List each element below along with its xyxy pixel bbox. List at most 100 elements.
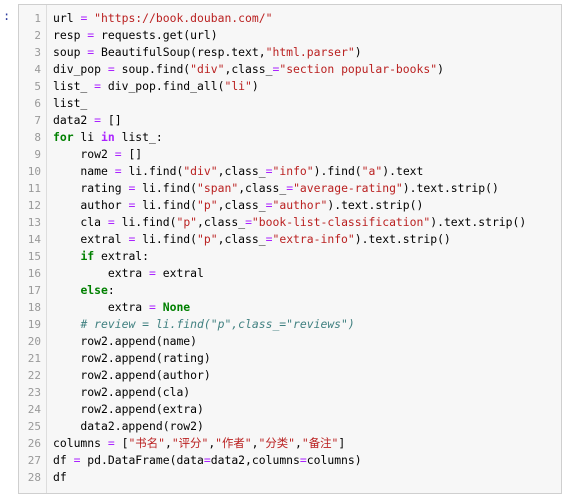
code-line: extra = extral <box>53 265 561 282</box>
code-line: df = pd.DataFrame(data=data2,columns=col… <box>53 452 561 469</box>
code-token: = <box>107 62 115 76</box>
code-token: list_ <box>53 96 88 110</box>
code-line: for li in list_: <box>53 129 561 146</box>
line-number: 26 <box>27 437 41 450</box>
code-token: = <box>272 62 280 76</box>
code-token: list_ <box>53 79 95 93</box>
line-number: 16 <box>27 267 41 280</box>
code-token: ).text.strip() <box>354 232 451 246</box>
code-token: "html.parser" <box>265 45 355 59</box>
code-line: row2.append(cla) <box>53 384 561 401</box>
code-line: row2.append(author) <box>53 367 561 384</box>
code-token: requests.get(url) <box>94 28 218 42</box>
code-token: row2.append(extra) <box>53 402 204 416</box>
code-token: = <box>94 79 102 93</box>
line-number: 14 <box>27 233 41 246</box>
code-token: "https://book.douban.com/" <box>94 11 273 25</box>
code-line: extral = li.find("p",class_="extra-info"… <box>53 231 561 248</box>
code-token: div_pop.find_all( <box>101 79 225 93</box>
code-token: : <box>107 283 115 297</box>
code-token: ,class_ <box>238 181 287 195</box>
code-token: None <box>162 300 191 314</box>
code-line: cla = li.find("p",class_="book-list-clas… <box>53 214 561 231</box>
code-token: "p" <box>197 232 218 246</box>
code-line: data2.append(row2) <box>53 418 561 435</box>
code-token: ) <box>251 79 259 93</box>
code-token <box>53 283 80 297</box>
code-token: soup <box>53 45 88 59</box>
code-token: ] <box>338 436 346 450</box>
code-token: row2.append(cla) <box>53 385 191 399</box>
code-token: , <box>164 436 172 450</box>
code-token: li <box>73 130 102 144</box>
code-token: "section popular-books" <box>279 62 438 76</box>
code-token: "分类" <box>258 436 296 450</box>
line-number: 2 <box>34 29 41 42</box>
code-line: list_ <box>53 95 561 112</box>
code-line: else: <box>53 282 561 299</box>
code-token: ,class_ <box>224 62 273 76</box>
code-token: "span" <box>197 181 239 195</box>
code-token: li.find( <box>114 215 177 229</box>
code-token: ,class_ <box>217 164 266 178</box>
code-token: "作者" <box>215 436 252 450</box>
code-token: = <box>128 181 136 195</box>
code-token: ).text.strip() <box>402 181 499 195</box>
code-token: "author" <box>272 198 328 212</box>
code-token: = <box>286 181 294 195</box>
code-token: ,class_ <box>217 232 266 246</box>
line-number: 28 <box>27 471 41 484</box>
code-token: else <box>80 283 108 297</box>
code-token: for <box>53 130 74 144</box>
line-number: 21 <box>27 352 41 365</box>
code-line: if extral: <box>53 248 561 265</box>
code-token: in <box>101 130 115 144</box>
code-token: li.find( <box>135 181 198 195</box>
code-line: columns = ["书名","评分","作者","分类","备注"] <box>53 435 561 452</box>
code-token: name <box>53 164 115 178</box>
code-line: list_ = div_pop.find_all("li") <box>53 78 561 95</box>
code-token: extral <box>155 266 204 280</box>
code-token: row2.append(rating) <box>53 351 211 365</box>
code-token: author <box>53 198 129 212</box>
code-token: li.find( <box>135 232 198 246</box>
line-number: 18 <box>27 301 41 314</box>
line-number: 6 <box>34 97 41 110</box>
code-token: = <box>203 453 211 467</box>
code-token: list_: <box>114 130 163 144</box>
line-number: 25 <box>27 420 41 433</box>
code-token: row2 <box>53 147 115 161</box>
code-editor[interactable]: url = "https://book.douban.com/"resp = r… <box>47 5 561 493</box>
code-token: ).find( <box>313 164 362 178</box>
code-token: "li" <box>224 79 252 93</box>
line-number: 27 <box>27 454 41 467</box>
code-line: row2 = [] <box>53 146 561 163</box>
code-token: extra <box>53 266 150 280</box>
code-token: # review = li.find("p",class_="reviews") <box>80 317 355 331</box>
code-token: df <box>53 453 74 467</box>
line-number: 24 <box>27 403 41 416</box>
line-number: 10 <box>27 165 41 178</box>
code-token: li.find( <box>135 198 198 212</box>
code-token: row2.append(author) <box>53 368 211 382</box>
code-token: = <box>87 28 95 42</box>
code-token: [ <box>114 436 129 450</box>
code-token: data2 <box>53 113 95 127</box>
code-token: ,class_ <box>217 198 266 212</box>
code-token: = <box>73 453 81 467</box>
line-number: 4 <box>34 63 41 76</box>
line-number: 8 <box>34 131 41 144</box>
code-token: pd.DataFrame(data <box>80 453 204 467</box>
code-token: = <box>94 113 102 127</box>
code-token: ) <box>354 45 362 59</box>
code-token: div_pop <box>53 62 108 76</box>
code-token: ).text.strip() <box>327 198 424 212</box>
code-token: = <box>149 266 156 280</box>
code-line: div_pop = soup.find("div",class_="sectio… <box>53 61 561 78</box>
code-token: , <box>295 436 302 450</box>
code-token <box>53 317 80 331</box>
code-token: = <box>128 232 136 246</box>
